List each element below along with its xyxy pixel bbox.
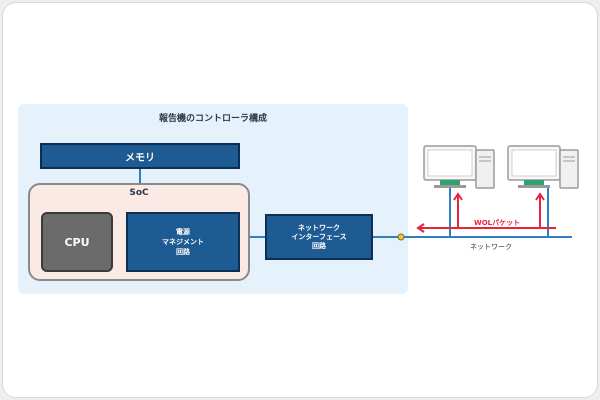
network-label: ネットワーク (470, 243, 512, 251)
power-label-line-3: 回路 (176, 248, 190, 256)
desktop-computer-icon (423, 145, 495, 237)
cpu-block: CPU (41, 212, 113, 272)
power-label-line-2: マネジメント (162, 238, 204, 246)
connector-dot-icon (397, 233, 405, 241)
network-interface-block: ネットワーク インターフェース 回路 (265, 214, 373, 260)
netif-label-line-3: 回路 (311, 241, 326, 250)
cpu-label: CPU (64, 235, 90, 249)
netif-label-line-1: ネットワーク (297, 223, 340, 232)
power-label-line-1: 電源 (176, 228, 190, 236)
wol-packet-label: WOLパケット (474, 219, 521, 227)
power-management-block: 電源 マネジメント 回路 (126, 212, 240, 272)
wol-packet-arrows (416, 192, 556, 233)
desktop-computer-icon (507, 145, 579, 237)
memory-label: メモリ (125, 152, 155, 164)
netif-label-line-2: インターフェース (291, 232, 347, 241)
soc-label: SoC (129, 188, 149, 198)
panel-title: 報告機のコントローラ構成 (158, 114, 267, 124)
memory-block: メモリ (40, 143, 240, 169)
